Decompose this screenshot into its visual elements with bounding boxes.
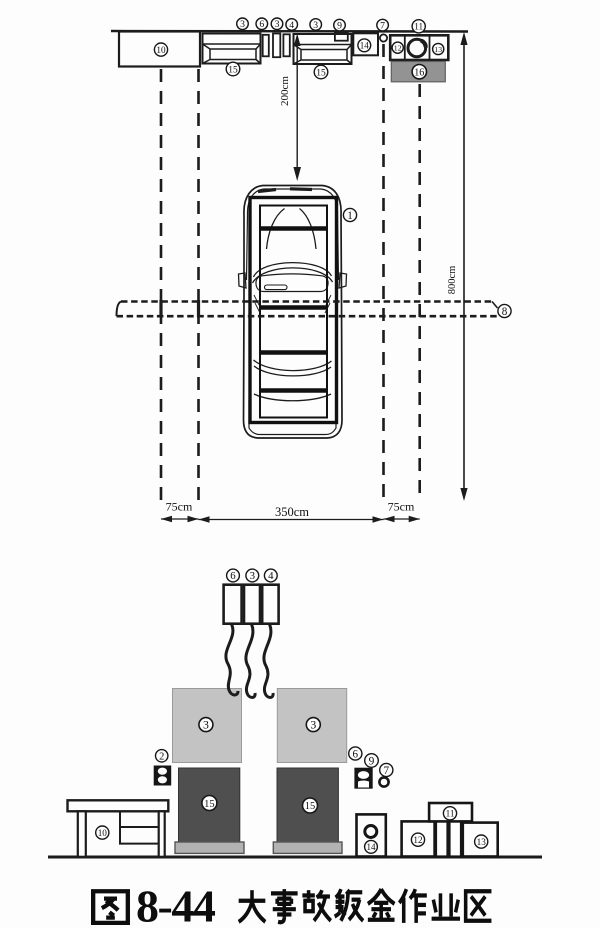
svg-text:13: 13	[477, 837, 487, 847]
svg-text:8: 8	[502, 306, 508, 318]
svg-text:13: 13	[434, 45, 442, 54]
svg-text:6: 6	[353, 748, 359, 760]
svg-text:200cm: 200cm	[279, 76, 291, 106]
svg-text:3: 3	[275, 19, 280, 30]
svg-text:1: 1	[347, 210, 353, 222]
svg-text:3: 3	[203, 718, 209, 732]
svg-text:3: 3	[313, 20, 318, 31]
svg-text:4: 4	[268, 570, 274, 582]
svg-text:3: 3	[310, 718, 316, 732]
svg-text:4: 4	[289, 20, 294, 31]
svg-text:14: 14	[367, 842, 377, 852]
svg-text:15: 15	[228, 65, 238, 75]
svg-text:75cm: 75cm	[388, 500, 415, 514]
svg-text:12: 12	[394, 44, 402, 53]
svg-text:9: 9	[369, 755, 375, 767]
svg-text:16: 16	[414, 67, 424, 78]
svg-text:15: 15	[204, 799, 215, 810]
svg-text:6: 6	[259, 19, 264, 30]
svg-text:12: 12	[413, 835, 423, 845]
svg-text:7: 7	[380, 21, 385, 32]
svg-text:800cm: 800cm	[447, 266, 458, 295]
svg-text:3: 3	[250, 570, 255, 582]
svg-text:15: 15	[305, 801, 316, 812]
svg-text:11: 11	[446, 809, 455, 819]
svg-text:9: 9	[337, 21, 342, 32]
svg-text:15: 15	[316, 68, 326, 78]
svg-text:6: 6	[230, 570, 236, 582]
svg-text:11: 11	[414, 22, 423, 32]
svg-text:14: 14	[360, 41, 370, 51]
svg-text:10: 10	[156, 45, 166, 55]
svg-text:75cm: 75cm	[166, 500, 193, 514]
svg-text:10: 10	[98, 828, 108, 838]
svg-text:7: 7	[384, 765, 390, 777]
svg-text:3: 3	[240, 19, 245, 30]
svg-text:350cm: 350cm	[275, 505, 309, 519]
svg-text:8-44: 8-44	[136, 881, 216, 928]
svg-text:2: 2	[159, 751, 164, 762]
